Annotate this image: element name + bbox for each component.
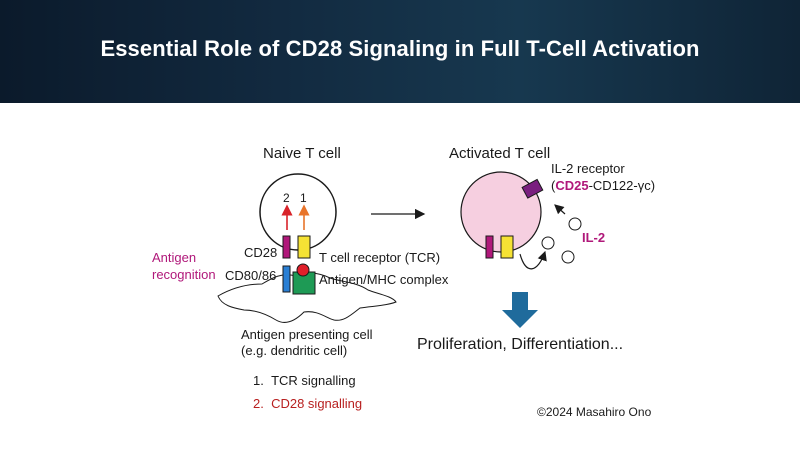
copyright: ©2024 Masahiro Ono: [537, 405, 652, 419]
cd80-86-ligand: [282, 265, 291, 293]
signal-item-tcr: 1. TCR signalling: [253, 373, 356, 388]
il2-molecule: [568, 217, 582, 231]
antigen-peptide: [296, 263, 310, 277]
tcr-label: T cell receptor (TCR): [319, 250, 441, 265]
signal-item-cd28: 2. CD28 signalling: [253, 396, 363, 411]
signal-2-number: 2: [283, 191, 290, 205]
activated-tcr-receptor: [500, 235, 514, 259]
apc-label-line2: (e.g. dendritic cell): [241, 343, 348, 358]
il2-receptor: [521, 178, 544, 199]
activated-t-cell-label: Activated T cell: [449, 145, 551, 162]
il2-molecule: [561, 250, 575, 264]
mhc-label: Antigen/MHC complex: [319, 272, 449, 287]
tcr-receptor: [297, 235, 311, 259]
signal-1-number: 1: [300, 191, 307, 205]
activated-cd28-receptor: [485, 235, 494, 259]
cd80-86-label: CD80/86: [225, 268, 277, 283]
outcome-down-arrow: [502, 292, 538, 328]
il2-binding-arrow: [554, 204, 566, 215]
naive-t-cell-label: Naive T cell: [263, 145, 341, 162]
apc-label-line1: Antigen presenting cell: [241, 327, 373, 342]
cd28-receptor: [282, 235, 291, 259]
signal-list: 1. TCR signalling 2. CD28 signalling: [253, 373, 362, 419]
cd28-label: CD28: [244, 245, 278, 260]
antigen-recognition-label: Antigen recognition: [152, 250, 216, 282]
il2-label: IL-2: [582, 230, 606, 245]
il2-receptor-subunits: (CD25-CD122-γc): [551, 178, 656, 193]
title-banner: [0, 0, 800, 103]
slide-title: Essential Role of CD28 Signaling in Full…: [100, 36, 700, 61]
cd25-label: CD25: [555, 178, 589, 193]
il2-receptor-label: IL-2 receptor: [551, 161, 625, 176]
il2-secretion-arrow: [519, 250, 547, 270]
il2-molecule: [541, 236, 555, 250]
outcome-label: Proliferation, Differentiation...: [417, 336, 624, 353]
